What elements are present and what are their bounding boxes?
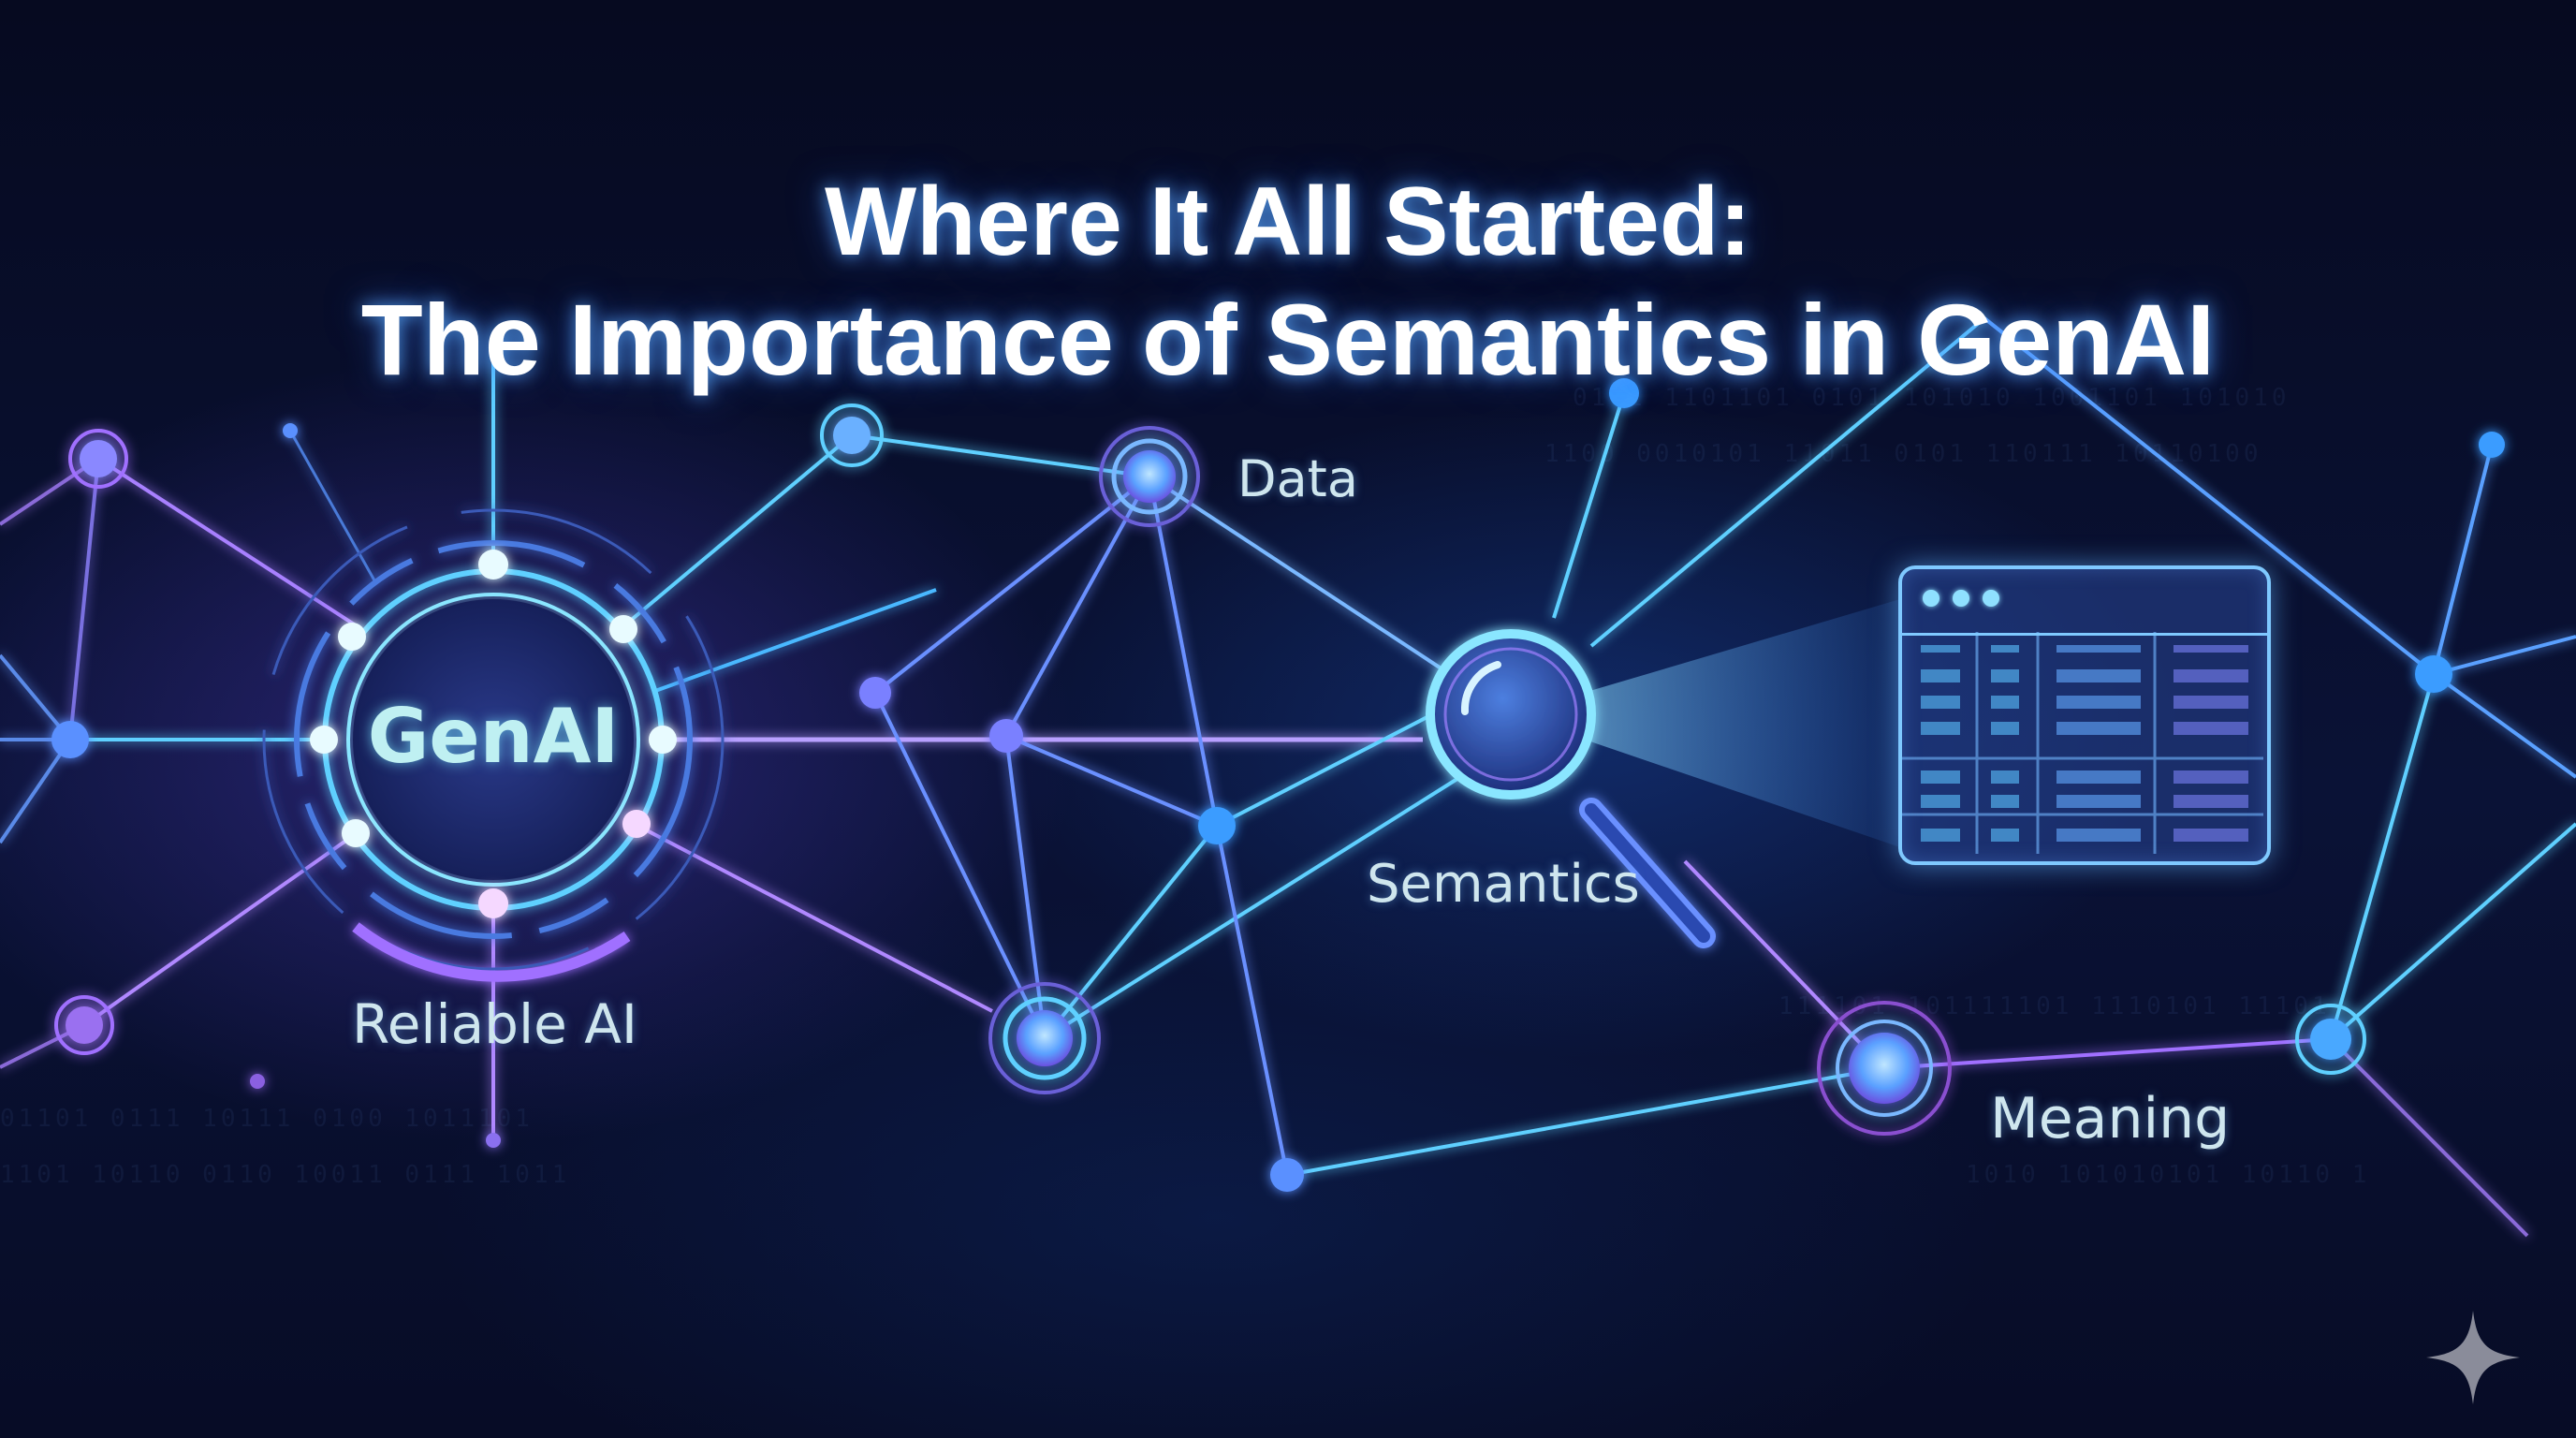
sparkle-icon [2426, 1311, 2520, 1404]
magnifying-glass-icon [1426, 629, 1716, 948]
window-dot [1983, 590, 1999, 607]
binary-texture: 1100 0010101 11011 0101 110111 10110100 [1544, 440, 2262, 468]
binary-texture: 1101 10110 0110 10011 0111 1011 [0, 1161, 571, 1189]
binary-texture: 111101 101111101 1110101 11101 [1778, 992, 2331, 1020]
table-grid [1902, 633, 2267, 861]
binary-texture: 01101 0111 10111 0100 1011101 [0, 1105, 534, 1133]
window-dots [1923, 590, 1999, 607]
binary-texture: 0101 1101101 0101 101010 1001101 101010 [1573, 384, 2291, 412]
window-dot [1953, 590, 1969, 607]
binary-texture: 1010 101010101 10110 1 [1966, 1161, 2371, 1189]
window-dot [1923, 590, 1939, 607]
reliable-ai-label: Reliable AI [352, 992, 637, 1056]
title-line-2: The Importance of Semantics in GenAI [360, 283, 2216, 396]
genai-core [353, 599, 634, 880]
data-node-label: Data [1237, 449, 1358, 508]
title-line-1: Where It All Started: [824, 168, 1752, 276]
semantics-node-label: Semantics [1367, 854, 1640, 915]
meaning-node-label: Meaning [1990, 1086, 2231, 1152]
search-beam [1511, 599, 1900, 847]
data-table-icon [1898, 565, 2271, 865]
genai-node-label: GenAI [367, 693, 620, 780]
